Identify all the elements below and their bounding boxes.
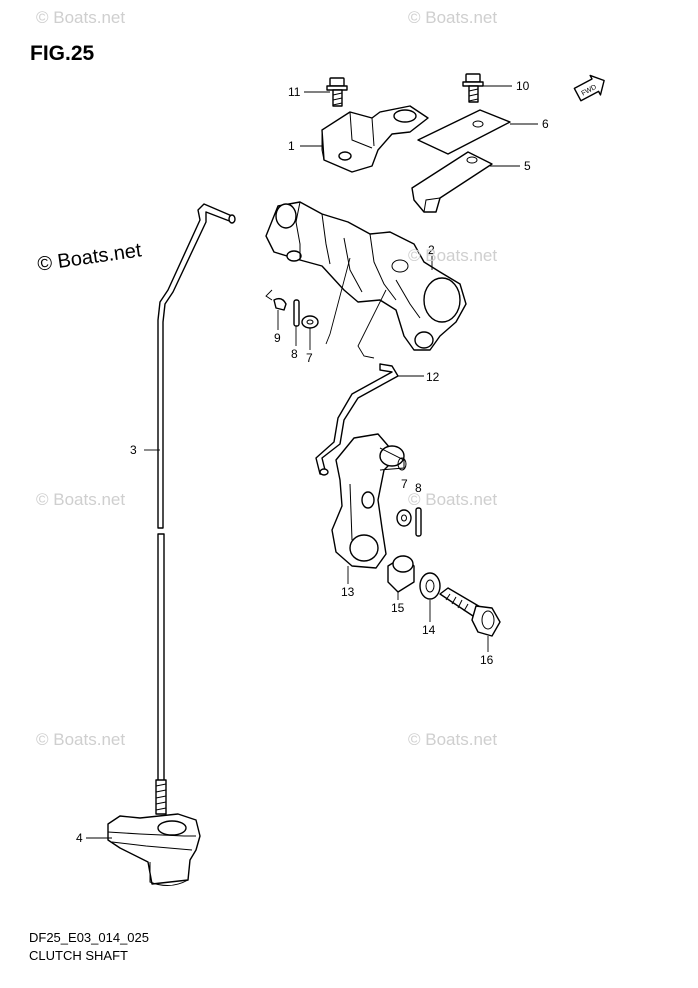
part-3-clutch-rod	[155, 203, 236, 815]
callout-12: 12	[426, 370, 440, 384]
watermark: © Boats.net	[36, 730, 126, 749]
part-5-clip	[411, 151, 493, 213]
callout-1: 1	[288, 139, 295, 153]
watermark: © Boats.net	[408, 490, 498, 509]
part-8-pin-lower	[415, 507, 422, 537]
fwd-arrow-icon: FWD	[573, 74, 605, 102]
callout-8-upper: 8	[291, 347, 298, 361]
figure-title: FIG.25	[30, 42, 95, 65]
callout-13: 13	[341, 585, 355, 599]
part-12-link-rod	[315, 363, 399, 476]
callout-3: 3	[130, 443, 137, 457]
part-1-bracket	[321, 105, 429, 173]
callout-2: 2	[428, 243, 435, 257]
callout-7-upper: 7	[306, 351, 313, 365]
part-15-collar	[387, 555, 415, 593]
callout-7-lower: 7	[401, 477, 408, 491]
rod-thread	[155, 779, 167, 815]
watermark: © Boats.net	[408, 246, 498, 265]
callout-16: 16	[480, 653, 494, 667]
part-10-bolt	[462, 73, 484, 103]
callout-14: 14	[422, 623, 436, 637]
watermark: © Boats.net	[408, 8, 498, 27]
watermark: © Boats.net	[36, 490, 126, 509]
callout-11: 11	[288, 85, 301, 99]
part-4-cam	[107, 813, 201, 886]
part-6-plate	[417, 109, 511, 155]
callout-8-lower: 8	[415, 481, 422, 495]
leader-lines	[86, 85, 538, 839]
callout-10: 10	[516, 79, 530, 93]
watermark: © Boats.net	[36, 8, 126, 27]
callout-15: 15	[391, 601, 405, 615]
part-16-bolt	[439, 587, 501, 637]
part-11-bolt	[326, 77, 348, 107]
part-7-washer-lower	[396, 509, 412, 527]
part-2-shift-lever	[265, 201, 467, 351]
callout-6: 6	[542, 117, 549, 131]
watermark: © Boats.net	[408, 730, 498, 749]
part-14-washer	[419, 572, 441, 600]
part-7-washer-upper	[301, 315, 319, 329]
diagram-code: DF25_E03_014_025	[29, 930, 149, 945]
callout-4: 4	[76, 831, 83, 845]
callout-9: 9	[274, 331, 281, 345]
part-13-link-lever	[331, 433, 407, 569]
part-8-pin-upper	[293, 299, 300, 327]
diagram-caption: CLUTCH SHAFT	[29, 948, 128, 963]
part-9-cotter-pin	[273, 297, 287, 311]
callouts: 11 10 1 6 5 2 9 8 7 12 3 7 8 13 15 14 16…	[76, 79, 549, 845]
callout-5: 5	[524, 159, 531, 173]
